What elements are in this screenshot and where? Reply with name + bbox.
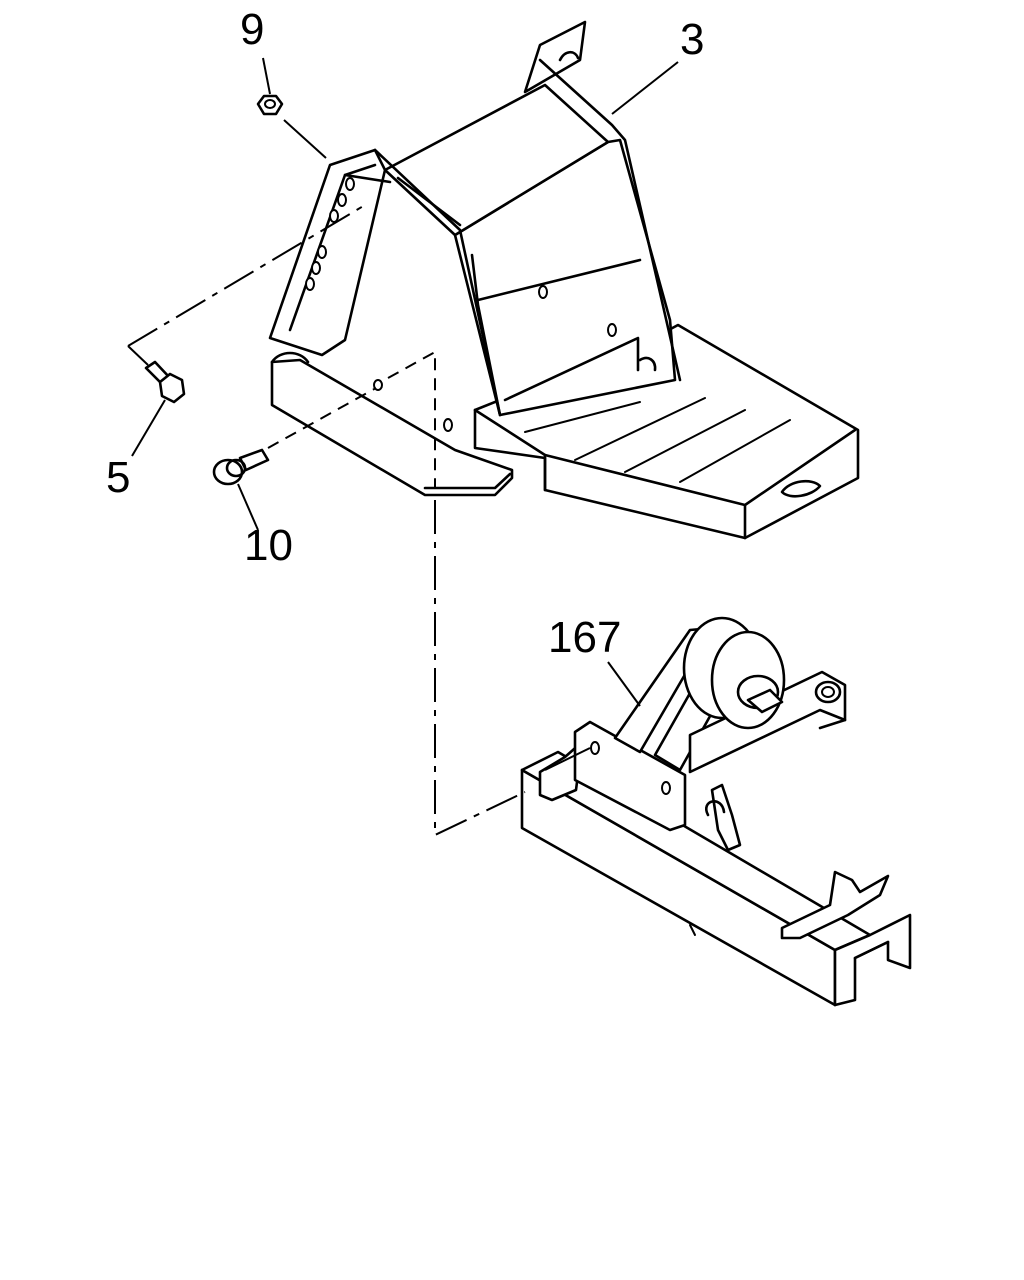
callout-9: 9	[240, 5, 264, 54]
bolt-small-part	[144, 360, 186, 404]
assembly-lines	[127, 204, 591, 837]
callouts: 9 3 5 10 167	[106, 5, 704, 662]
engine-mount-part	[520, 616, 912, 1007]
bracket-part	[268, 20, 860, 540]
leader-lines	[131, 57, 679, 707]
callout-167: 167	[548, 613, 621, 662]
callout-3: 3	[680, 15, 704, 64]
bolt-flange-part	[212, 448, 270, 486]
callout-5: 5	[106, 453, 130, 502]
callout-10: 10	[244, 521, 293, 570]
nut-part	[256, 94, 284, 116]
